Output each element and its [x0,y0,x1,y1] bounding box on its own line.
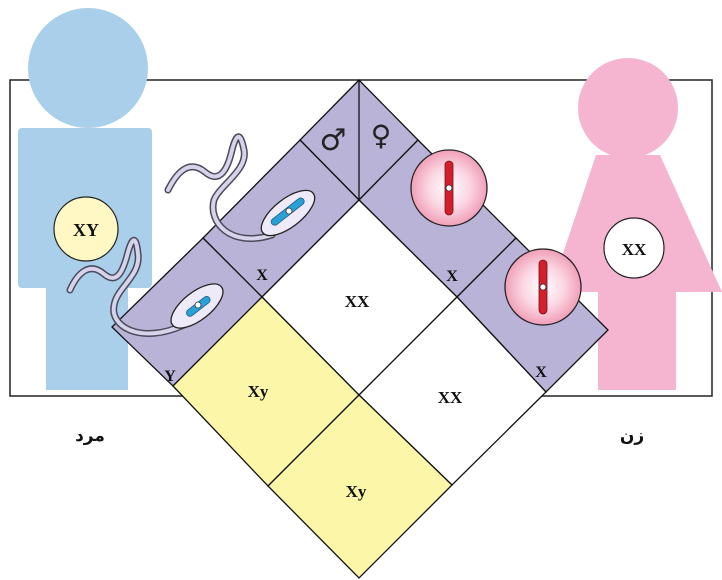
male-symbol: ♂ [320,123,347,158]
offspring-label: Xy [248,382,269,401]
female-gamete-label: X [535,364,547,381]
male-gamete-label: X [256,267,268,284]
sperm-cell [66,236,224,337]
female-genotype: XX [622,240,647,259]
male-gamete-label: Y [164,368,176,385]
offspring-cell [267,394,453,579]
male-label: مرد [75,426,105,446]
egg-cell [504,248,582,326]
male-figure: XY [18,8,152,390]
female-gamete-label: X [446,268,458,285]
female-symbol: ♀ [371,119,392,152]
egg-cell [410,149,488,227]
female-label: زن [620,426,644,446]
male-genotype: XY [73,220,99,240]
offspring-label: XX [438,388,463,407]
female-figure: XX [550,58,722,390]
sperm-cell [164,133,316,242]
male-head [28,8,148,128]
offspring-label: XX [345,292,370,311]
offspring-label: Xy [346,482,367,501]
male-genotype-badge [53,196,119,262]
female-head [578,58,678,158]
female-genotype-badge [603,217,665,279]
